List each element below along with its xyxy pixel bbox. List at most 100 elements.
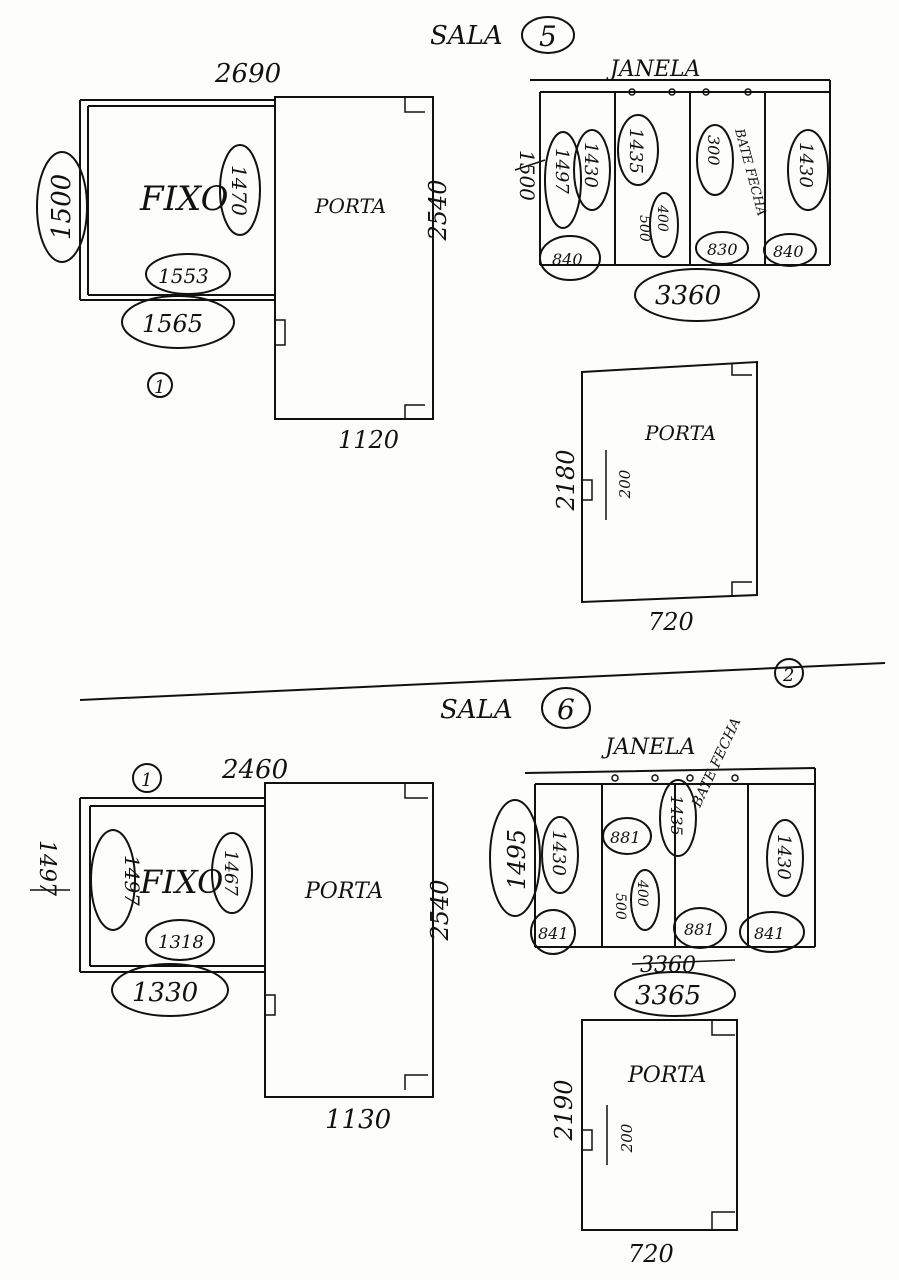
s5-porta2-frame: [581, 360, 758, 604]
s6-panel-circle: [541, 816, 579, 894]
sala-6-porta-2: PORTA 2190 200 720: [550, 1019, 738, 1268]
s6-left-height: 1495: [503, 829, 531, 890]
s5-bottom-width: 830: [707, 240, 738, 259]
s5-janela-frame: [530, 79, 831, 266]
s6-small-dim: 500: [612, 893, 628, 920]
s5-bottom-circle: [539, 235, 601, 281]
section-divider: [79, 662, 886, 701]
s6-fixo-inner-right-circle: [211, 832, 253, 914]
s6-total-width: 3365: [635, 981, 701, 1011]
s5-fixo-bottom-width: 1565: [142, 310, 203, 338]
sala-6-left-unit: 1 2460 FIXO PORTA 1497 1497 1467 1318 13…: [30, 755, 454, 1135]
s6-porta2-details: [582, 1020, 735, 1230]
s6-porta-frame: [264, 782, 434, 1098]
s6-small-dim-circle: [630, 869, 660, 931]
sala-5-left-unit: 2690 FIXO PORTA 1500 1470 1553 1565 2540…: [36, 59, 452, 454]
s6-marker-circle: [132, 763, 162, 793]
s6-panel-height: 1430: [773, 834, 794, 880]
s5-porta2-inner: 200: [616, 469, 634, 499]
s6-panel-circle: [766, 819, 804, 897]
s6-left-height-circle: [489, 799, 541, 917]
s6-fixo-inner-width-circle: [145, 919, 215, 961]
s6-fixo-bottom-width: 1330: [132, 978, 198, 1008]
s6-porta-height: 2540: [426, 879, 454, 941]
s5-porta2-height: 2180: [552, 449, 580, 511]
s5-porta-frame: [274, 96, 434, 420]
s5-total-width-circle: [634, 268, 760, 322]
s6-porta2-height: 2190: [550, 1079, 578, 1141]
s6-porta2-label: PORTA: [627, 1063, 706, 1088]
s6-janela-knob: [686, 774, 694, 782]
s5-panel-circle: [787, 129, 829, 211]
sala-5-porta-2: PORTA 2180 200 720: [552, 360, 758, 636]
s6-porta2-width: 720: [628, 1240, 674, 1268]
s5-fixo-inner-width-circle: [145, 253, 231, 295]
s5-janela-knob: [744, 88, 752, 96]
s6-width-top: 2460: [221, 755, 288, 785]
s6-fixo-inner-right: 1467: [220, 850, 241, 896]
s5-panel-height: 1435: [625, 128, 646, 174]
s5-fixo-height-circle: [36, 151, 88, 263]
s5-marker: 1: [154, 377, 165, 398]
s5-porta2-label: PORTA: [644, 421, 716, 445]
s5-fixo-bottom-width-circle: [121, 295, 235, 349]
s5-panel-circle: [544, 131, 582, 229]
s6-bottom-width: 841: [754, 924, 785, 943]
s6-bate-fecha: BATE FECHA: [689, 715, 745, 810]
s6-bottom-width: 841: [538, 924, 569, 943]
s6-top-small: 881: [610, 828, 641, 847]
s5-bottom-circle: [763, 233, 817, 267]
s5-small-dim-circle: [649, 192, 679, 258]
s6-porta-label: PORTA: [304, 879, 383, 904]
s6-fixo-inner-height-circle: [90, 829, 136, 931]
s6-bottom-circle: [673, 907, 727, 949]
s5-fixo-frame: [79, 99, 275, 301]
s5-fixo-inner-height: 1470: [227, 165, 251, 216]
s5-porta2-width: 720: [648, 608, 694, 636]
s5-panel-circle: [573, 129, 611, 211]
s5-bate-value: 300: [704, 135, 723, 166]
sala-6-title: SALA: [440, 695, 513, 725]
s5-janela-label: JANELA: [606, 57, 701, 82]
s5-small-dim: 500: [636, 215, 652, 242]
s5-panel-circle: [617, 114, 659, 186]
s5-janela-knob: [702, 88, 710, 96]
s5-bottom-circle: [695, 231, 749, 265]
sala-6-number: 6: [557, 693, 575, 726]
s6-small-dim: 400: [634, 879, 650, 907]
s5-fixo-inner-height-circle: [219, 144, 261, 236]
s6-fixo-bottom-width-circle: [111, 963, 229, 1017]
s5-strike: [514, 159, 546, 171]
s6-fixo-label: FIXO: [139, 863, 223, 901]
s6-panel-height: 1430: [548, 830, 569, 876]
s5-porta2-details: [582, 364, 752, 595]
s5-porta-height: 2540: [424, 179, 452, 241]
s6-janela-knob: [731, 774, 739, 782]
s6-bottom-circle: [530, 909, 576, 955]
s5-bate-circle: [696, 124, 734, 196]
s5-fixo-label: FIXO: [139, 179, 229, 219]
s6-panel-height: 1435: [667, 795, 686, 836]
s6-fixo-height-crossed: 1497: [34, 840, 59, 896]
s6-strike: [631, 959, 736, 965]
s6-total-width-circle: [614, 971, 736, 1017]
s5-porta-width: 1120: [338, 426, 399, 454]
s6-fixo-inner-width: 1318: [158, 932, 204, 953]
s6-fixo-inner-height: 1497: [120, 855, 144, 906]
sala-6-number-circle: [541, 687, 591, 729]
s5-small-dim: 400: [654, 204, 670, 232]
s6-janela-knob: [651, 774, 659, 782]
sala-6-heading: SALA 6: [440, 687, 591, 729]
s5-total-width: 3360: [655, 281, 721, 311]
s5-fixo-inner-width: 1553: [158, 264, 209, 288]
sala-5-title: SALA: [430, 21, 503, 51]
s6-top-small-circle: [602, 817, 652, 855]
s5-janela-knob: [668, 88, 676, 96]
divider-marker: 2: [782, 665, 794, 686]
s6-panel-circle: [659, 779, 697, 857]
s5-bottom-width: 840: [552, 250, 583, 269]
sala-5-heading: SALA 5: [430, 16, 575, 54]
s6-janela-knob: [611, 774, 619, 782]
s6-fixo-frame: [79, 797, 265, 973]
